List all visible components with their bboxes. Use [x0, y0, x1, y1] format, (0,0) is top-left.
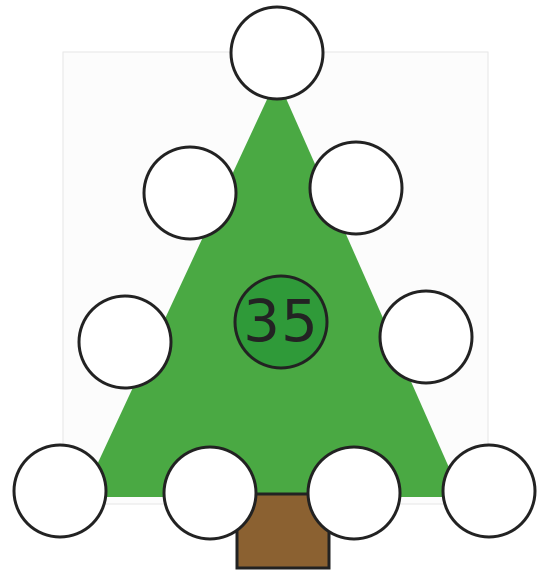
top-ornament-blank[interactable]	[231, 7, 323, 99]
upper-left-ornament-blank[interactable]	[144, 147, 236, 239]
bottom-ornament-3-blank[interactable]	[308, 447, 400, 539]
center-number-badge: 35	[235, 276, 327, 368]
bottom-ornament-2-blank[interactable]	[164, 447, 256, 539]
bottom-ornament-4-blank[interactable]	[443, 445, 535, 537]
center-number-label: 35	[243, 287, 319, 355]
upper-right-ornament-blank[interactable]	[310, 142, 402, 234]
middle-right-ornament-blank[interactable]	[380, 291, 472, 383]
bottom-ornament-1-blank[interactable]	[14, 445, 106, 537]
middle-left-ornament-blank[interactable]	[79, 296, 171, 388]
